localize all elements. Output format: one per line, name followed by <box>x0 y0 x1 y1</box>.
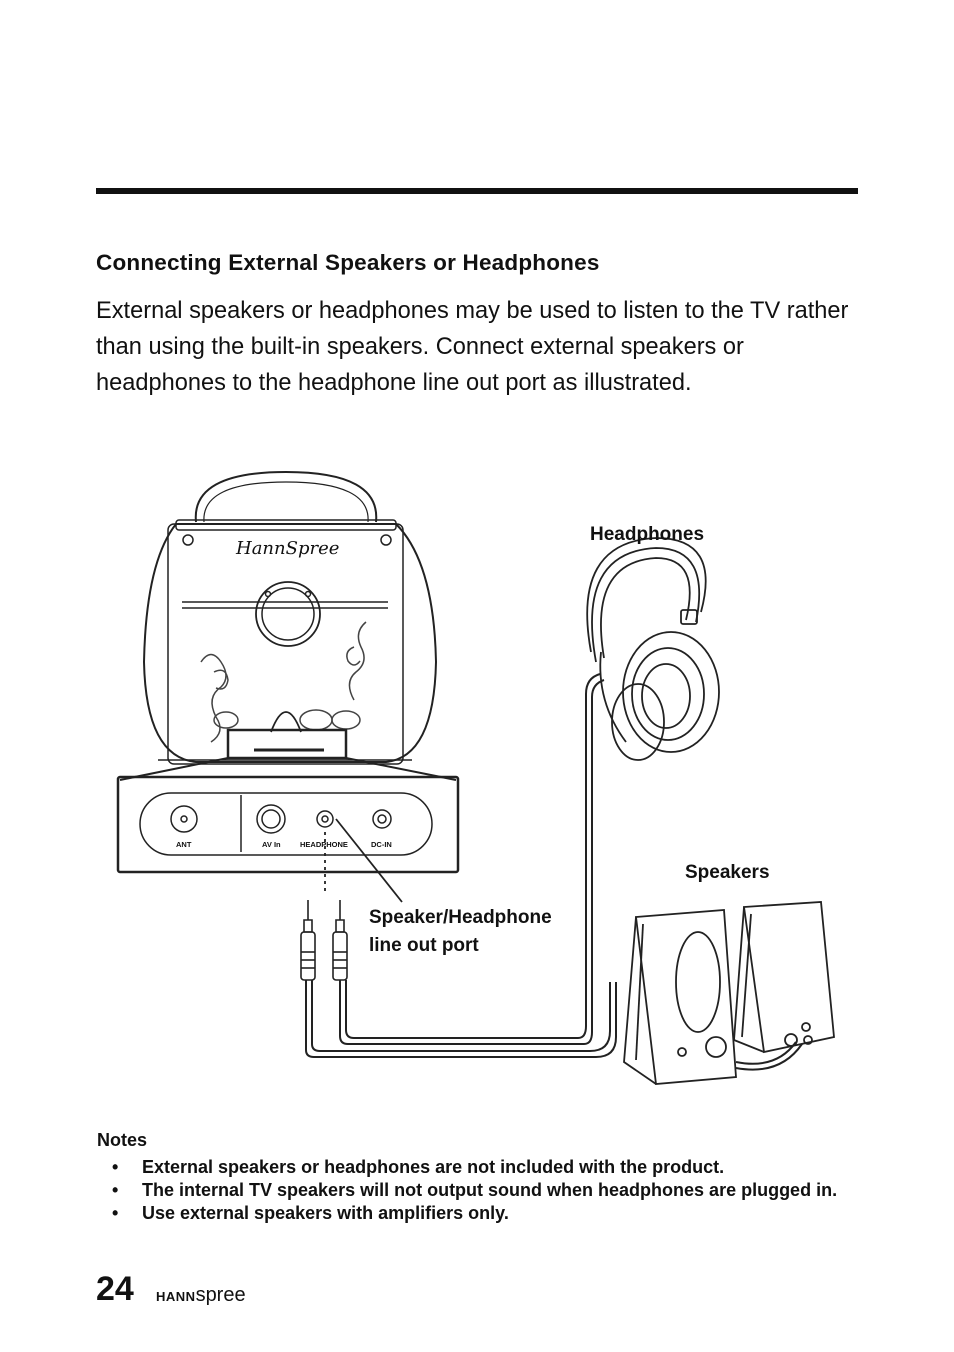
port-panel <box>116 775 460 903</box>
port-label-dc-in: DC-IN <box>371 840 392 849</box>
diagram-illustration <box>116 470 835 1085</box>
headphones-illustration <box>586 537 720 761</box>
connection-diagram: ANT AV In HEADPHONE DC-IN HannSpree Head… <box>96 462 856 1102</box>
page-number: 24 <box>96 1270 134 1308</box>
speakers-illustration <box>623 901 835 1085</box>
port-label-line1: Speaker/Headphone <box>369 907 552 928</box>
brand-light: spree <box>195 1284 246 1306</box>
intro-paragraph: External speakers or headphones may be u… <box>96 298 849 396</box>
top-rule <box>96 188 858 194</box>
notes-list: •External speakers or headphones are not… <box>112 1157 862 1226</box>
tv-logo: HannSpree <box>236 538 340 559</box>
note-text: The internal TV speakers will not output… <box>142 1180 838 1200</box>
audio-plugs <box>300 900 348 981</box>
headphones-label: Headphones <box>590 524 705 545</box>
cables <box>305 673 803 1071</box>
note-item: •The internal TV speakers will not outpu… <box>112 1180 838 1200</box>
note-item: •Use external speakers with amplifiers o… <box>112 1203 509 1223</box>
port-label-ant: ANT <box>176 840 192 849</box>
brand-bold: HANN <box>156 1289 196 1304</box>
brand-logo: HANNspree <box>156 1284 246 1307</box>
notes-title: Notes <box>97 1130 148 1150</box>
port-label-headphone: HEADPHONE <box>300 840 348 849</box>
section-heading: Connecting External Speakers or Headphon… <box>96 250 600 275</box>
port-label-av-in: AV In <box>262 840 281 849</box>
note-item: •External speakers or headphones are not… <box>112 1157 725 1177</box>
tv-illustration <box>142 470 438 765</box>
speakers-label: Speakers <box>685 862 770 883</box>
port-label-line2: line out port <box>369 935 479 956</box>
note-text: External speakers or headphones are not … <box>142 1157 725 1177</box>
note-text: Use external speakers with amplifiers on… <box>142 1203 509 1223</box>
